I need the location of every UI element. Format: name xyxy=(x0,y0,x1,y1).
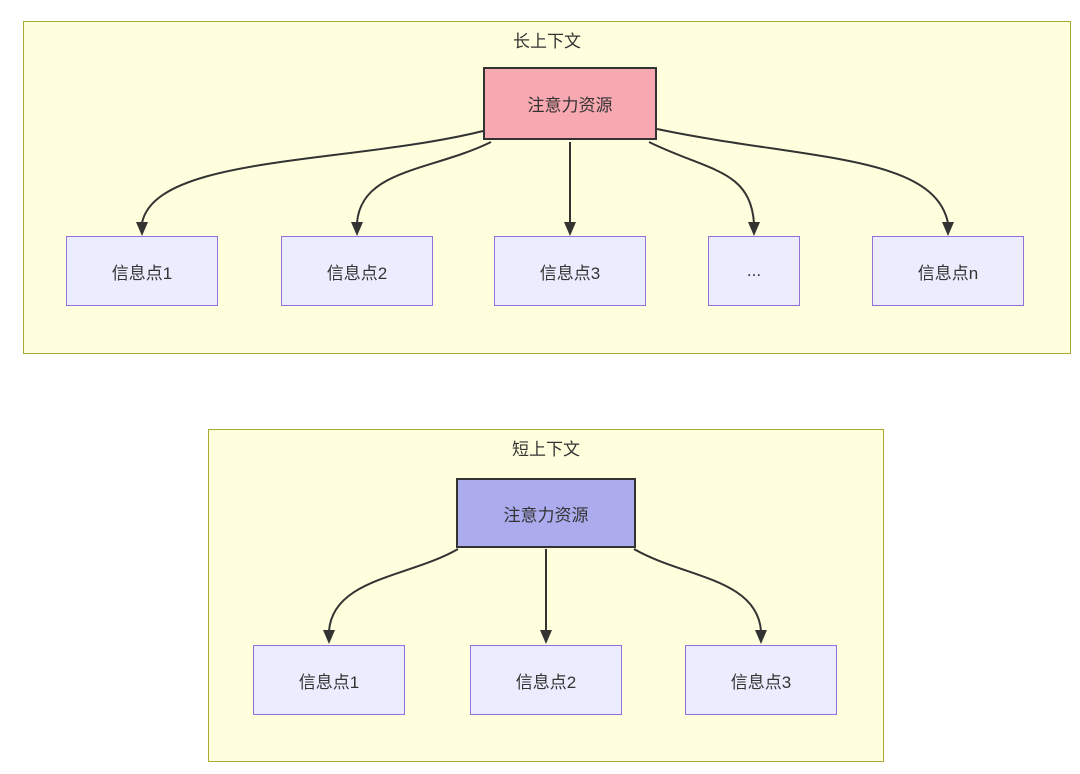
short-info-node-2: 信息点2 xyxy=(470,645,622,715)
long-attention-node: 注意力资源 xyxy=(483,67,657,140)
short-info-node-3: 信息点3 xyxy=(685,645,837,715)
long-info-node-1: 信息点1 xyxy=(66,236,218,306)
long-context-title: 长上下文 xyxy=(513,32,581,51)
short-info-node-1: 信息点1 xyxy=(253,645,405,715)
long-info-node-n: 信息点n xyxy=(872,236,1024,306)
long-info-node-3: 信息点3 xyxy=(494,236,646,306)
long-info-node-ellipsis: ... xyxy=(708,236,800,306)
short-context-title: 短上下文 xyxy=(512,440,580,459)
long-info-node-2: 信息点2 xyxy=(281,236,433,306)
short-attention-node: 注意力资源 xyxy=(456,478,636,548)
